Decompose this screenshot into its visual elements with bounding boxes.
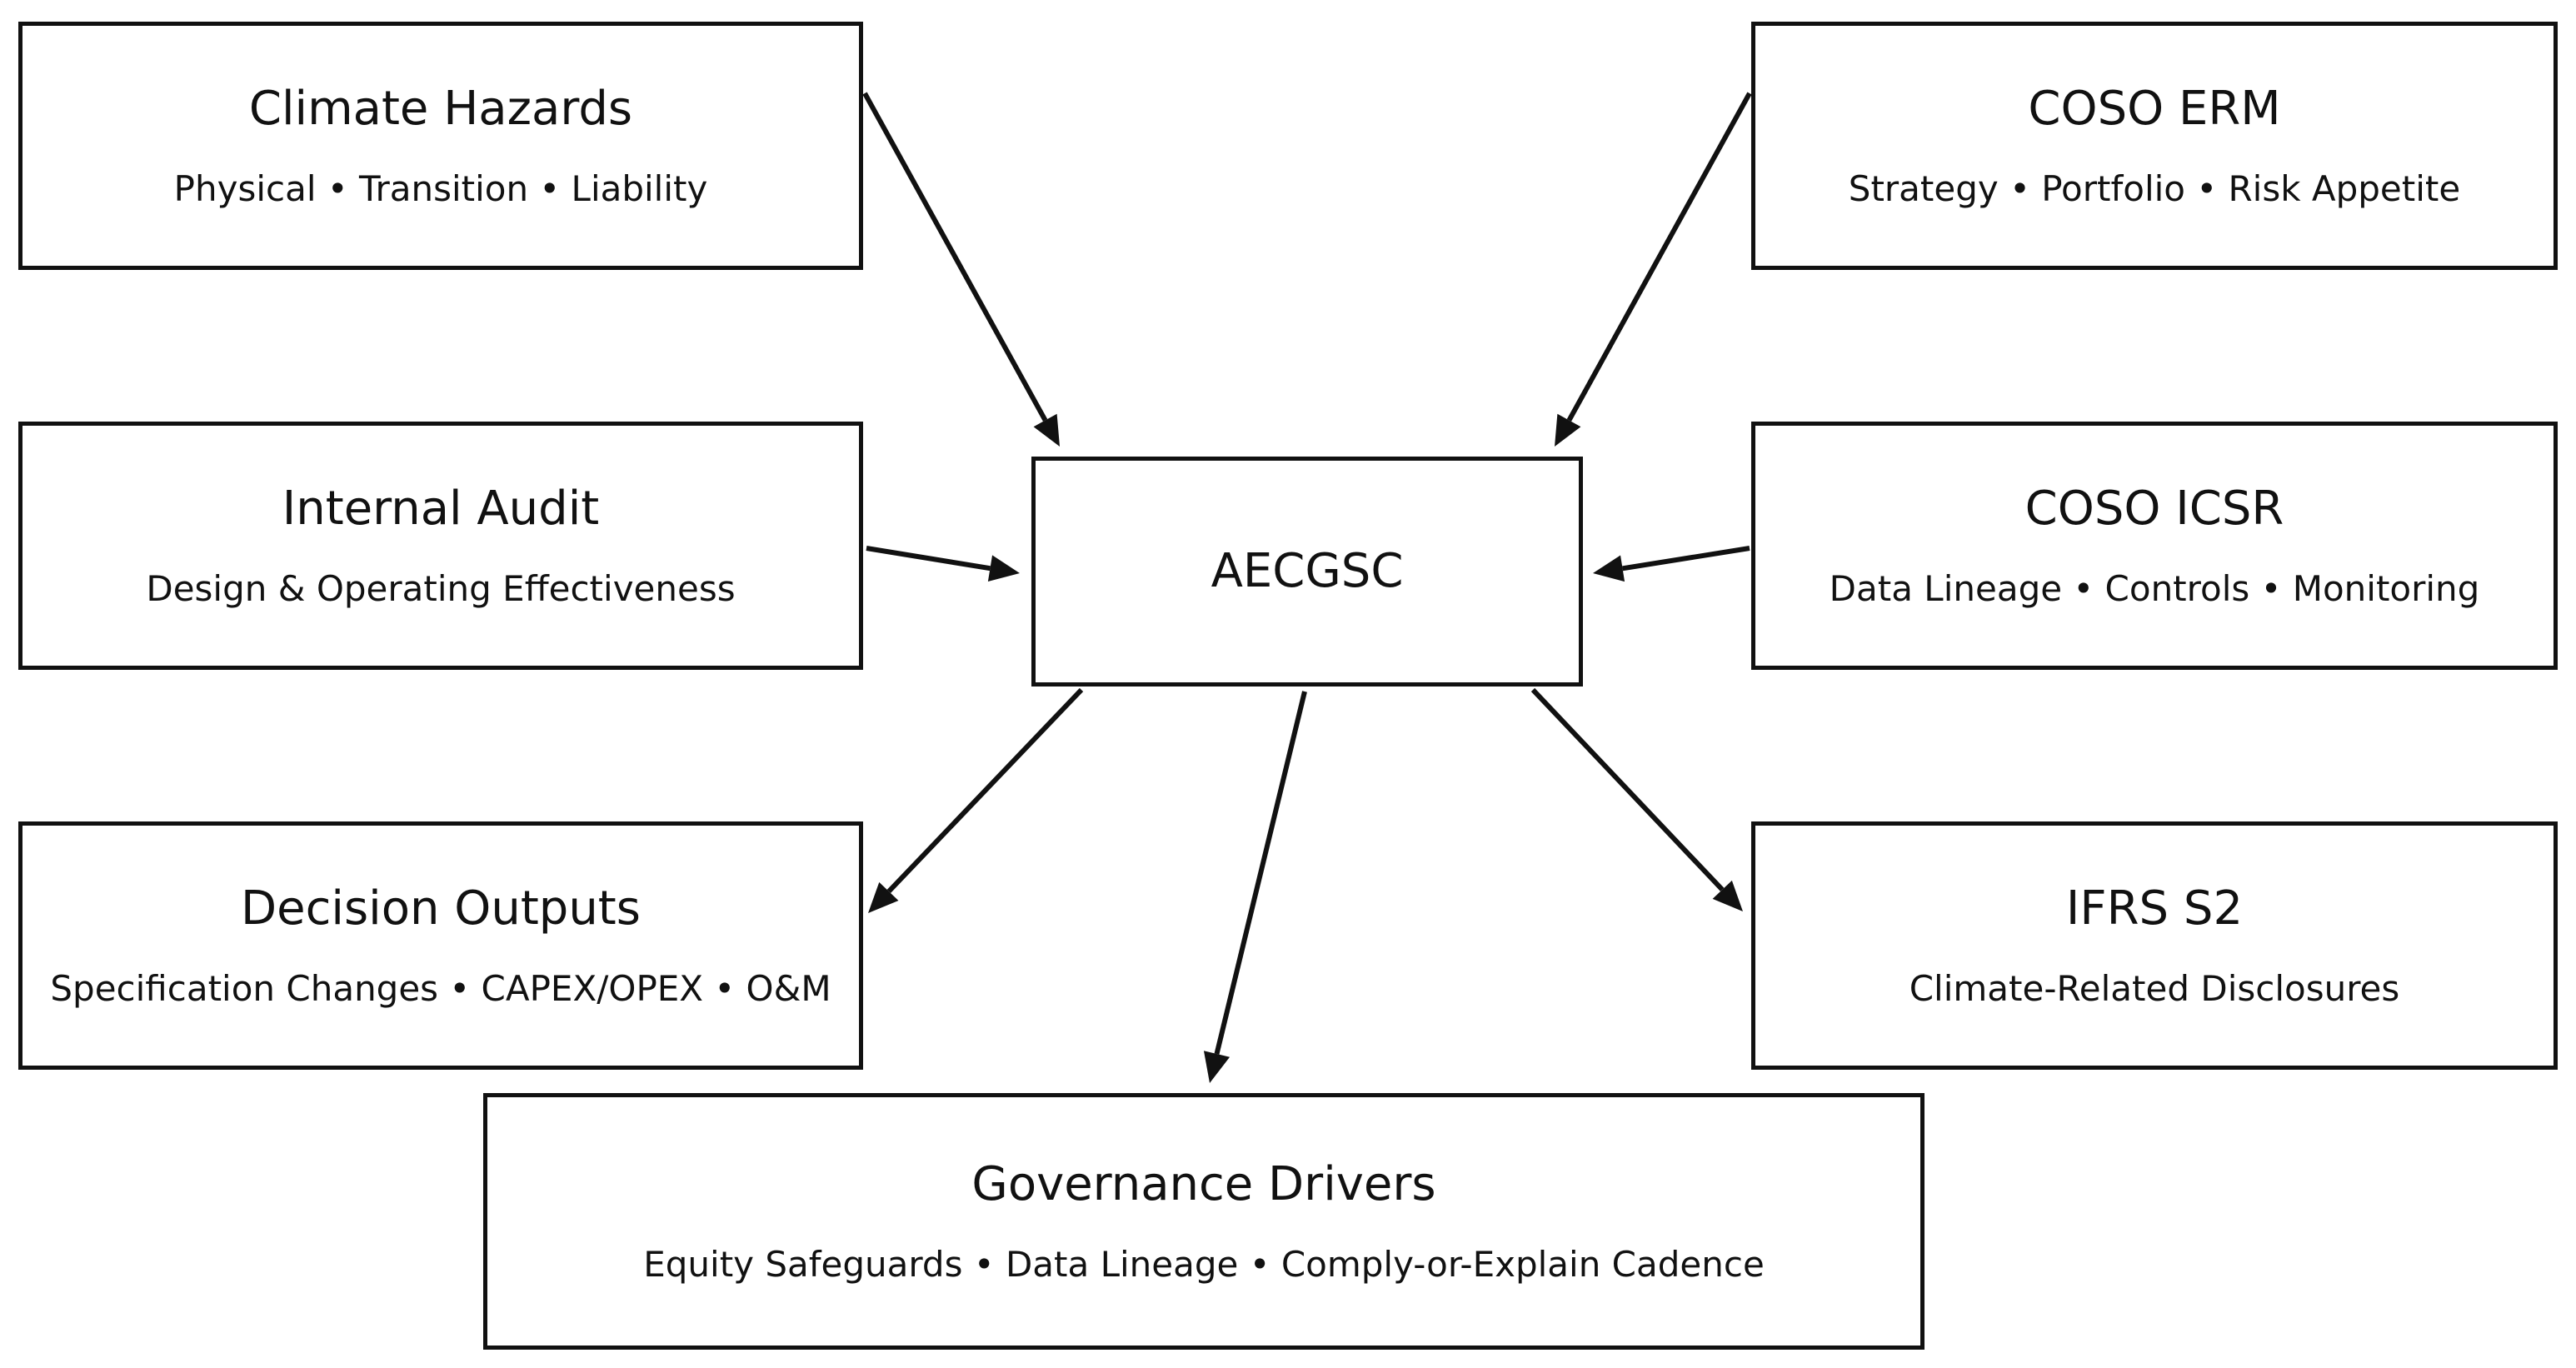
arrowhead-center xyxy=(987,555,1020,582)
governance-drivers-box: Governance Drivers Equity Safeguards • D… xyxy=(483,1093,1925,1350)
climate-hazards-box: Climate Hazards Physical • Transition • … xyxy=(18,22,863,270)
decision-outputs-box: Decision Outputs Specification Changes •… xyxy=(18,821,863,1070)
coso-erm-box: COSO ERM Strategy • Portfolio • Risk App… xyxy=(1751,22,2558,270)
ifrs-s2-subtitle: Climate-Related Disclosures xyxy=(1909,968,2400,1010)
arrowhead-center xyxy=(1033,413,1060,447)
ifrs-s2-title: IFRS S2 xyxy=(2065,881,2244,936)
internal-audit-box: Internal Audit Design & Operating Effect… xyxy=(18,422,863,670)
coso-erm-title: COSO ERM xyxy=(2028,82,2281,137)
arrowhead-center xyxy=(1555,413,1581,447)
climate-hazards-title: Climate Hazards xyxy=(248,82,633,137)
aecgsc-center-box: AECGSC xyxy=(1031,457,1583,686)
ifrs-s2-box: IFRS S2 Climate-Related Disclosures xyxy=(1751,821,2558,1070)
internal-audit-title: Internal Audit xyxy=(282,482,600,537)
arrowhead-decision-outputs xyxy=(868,881,899,913)
governance-drivers-title: Governance Drivers xyxy=(971,1157,1436,1212)
arrow-center-to-governance-drivers xyxy=(1214,691,1307,1055)
aecgsc-title: AECGSC xyxy=(1211,544,1404,599)
arrowhead-governance-drivers xyxy=(1203,1051,1231,1083)
arrow-coso-erm-to-center xyxy=(1566,92,1752,422)
decision-outputs-subtitle: Specification Changes • CAPEX/OPEX • O&M xyxy=(50,968,831,1010)
arrow-coso-icsr-to-center xyxy=(1622,546,1750,572)
coso-icsr-box: COSO ICSR Data Lineage • Controls • Moni… xyxy=(1751,422,2558,670)
governance-drivers-subtitle: Equity Safeguards • Data Lineage • Compl… xyxy=(643,1244,1765,1286)
coso-erm-subtitle: Strategy • Portfolio • Risk Appetite xyxy=(1848,168,2461,210)
arrow-center-to-decision-outputs xyxy=(886,687,1084,894)
arrowhead-center xyxy=(1593,555,1625,582)
climate-hazards-subtitle: Physical • Transition • Liability xyxy=(173,168,708,210)
coso-icsr-title: COSO ICSR xyxy=(2024,482,2284,537)
arrow-center-to-ifrs-s2 xyxy=(1530,687,1725,891)
arrow-internal-audit-to-center xyxy=(866,546,991,572)
internal-audit-subtitle: Design & Operating Effectiveness xyxy=(146,568,736,610)
arrowhead-ifrs-s2 xyxy=(1712,880,1743,911)
coso-icsr-subtitle: Data Lineage • Controls • Monitoring xyxy=(1829,568,2480,610)
arrow-climate-hazards-to-center xyxy=(862,92,1048,422)
decision-outputs-title: Decision Outputs xyxy=(241,881,641,936)
